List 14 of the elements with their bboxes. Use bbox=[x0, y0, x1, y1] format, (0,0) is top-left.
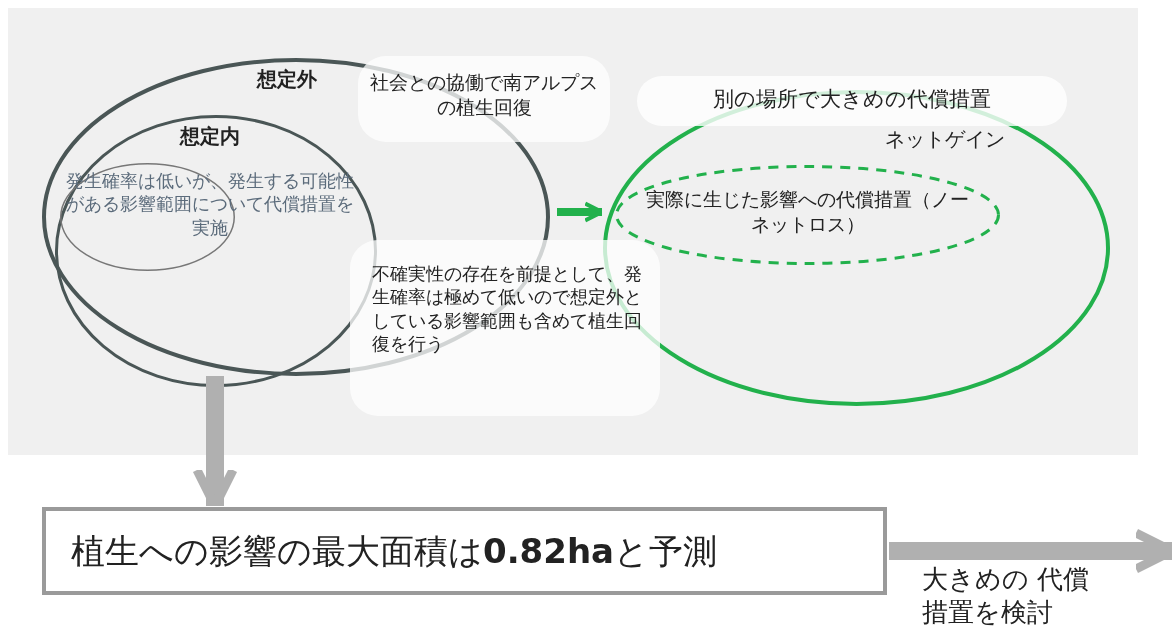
ellipse-region bbox=[615, 165, 1000, 265]
node-text: ネットゲイン bbox=[885, 126, 1006, 152]
node-text: 実際に生じた影響への代償措置（ノーネットロス） bbox=[645, 187, 970, 237]
node-text: 想定内 bbox=[180, 123, 241, 149]
result-box bbox=[42, 507, 887, 595]
text-panel bbox=[350, 240, 660, 416]
text-panel bbox=[358, 56, 610, 142]
node-text: 別の場所で大きめの代償措置 bbox=[712, 86, 992, 113]
node-text: 社会との協働で南アルプスの植生回復 bbox=[369, 70, 599, 120]
arrow bbox=[889, 528, 1175, 574]
node-text: 植生への影響の最大面積は0.82haと予測 bbox=[71, 530, 719, 573]
text-panel bbox=[637, 76, 1067, 126]
node-text: 想定外 bbox=[257, 66, 318, 92]
node-text: 不確実性の存在を前提として、発生確率は極めて低いので想定外としている影響範囲も含めて植生回復を行う bbox=[372, 262, 643, 356]
